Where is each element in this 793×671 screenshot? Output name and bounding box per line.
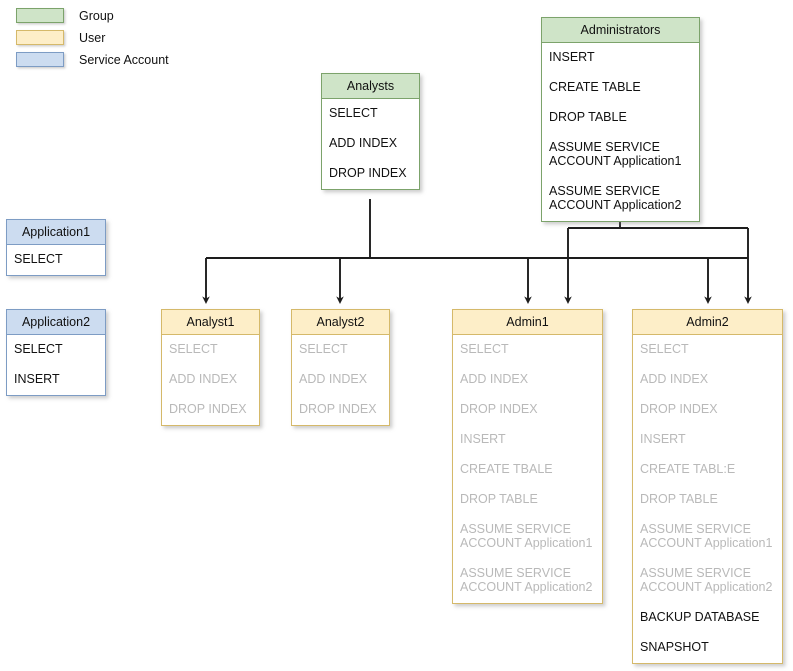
entity-admin1[interactable]: Admin1 SELECT ADD INDEX DROP INDEX INSER… [452, 309, 603, 604]
entity-application1[interactable]: Application1 SELECT [6, 219, 106, 276]
permission-item: SELECT [14, 252, 63, 266]
permission-item: CREATE TABL:E [640, 462, 736, 476]
entity-application2[interactable]: Application2 SELECT INSERT [6, 309, 106, 396]
entity-administrators-permissions: INSERT CREATE TABLE DROP TABLE ASSUME SE… [541, 43, 700, 222]
permission-item: ADD INDEX [329, 136, 398, 150]
permission-item: ADD INDEX [460, 372, 529, 386]
legend-item-user: User [16, 27, 169, 48]
permission-item: INSERT [460, 432, 506, 446]
entity-admin2-title: Admin2 [632, 309, 783, 335]
permission-item: BACKUP DATABASE [640, 610, 760, 624]
entity-analyst1-title: Analyst1 [161, 309, 260, 335]
entity-admin1-permissions: SELECT ADD INDEX DROP INDEX INSERT CREAT… [452, 335, 603, 604]
permission-item: CREATE TBALE [460, 462, 553, 476]
entity-analysts[interactable]: Analysts SELECT ADD INDEX DROP INDEX [321, 73, 420, 190]
permission-item: DROP TABLE [640, 492, 718, 506]
permission-item: INSERT [14, 372, 60, 386]
entity-analyst2[interactable]: Analyst2 SELECT ADD INDEX DROP INDEX [291, 309, 390, 426]
entity-admin1-title: Admin1 [452, 309, 603, 335]
permission-item: ASSUME SERVICE ACCOUNT Application1 [460, 522, 593, 550]
permission-item: DROP INDEX [299, 402, 377, 416]
permission-item: SELECT [640, 342, 689, 356]
legend-item-service-account: Service Account [16, 49, 169, 70]
legend-swatch-user-icon [16, 30, 64, 45]
entity-analyst2-title: Analyst2 [291, 309, 390, 335]
entity-analyst2-permissions: SELECT ADD INDEX DROP INDEX [291, 335, 390, 426]
connector-analysts-drops [202, 258, 712, 304]
permission-item: SELECT [169, 342, 218, 356]
entity-admin2-permissions: SELECT ADD INDEX DROP INDEX INSERT CREAT… [632, 335, 783, 664]
permission-item: SELECT [329, 106, 378, 120]
entity-application2-permissions: SELECT INSERT [6, 335, 106, 396]
entity-analysts-permissions: SELECT ADD INDEX DROP INDEX [321, 99, 420, 190]
permission-item: INSERT [640, 432, 686, 446]
permission-item: DROP INDEX [460, 402, 538, 416]
legend-swatch-group-icon [16, 8, 64, 23]
permission-item: SNAPSHOT [640, 640, 709, 654]
permission-item: ADD INDEX [169, 372, 238, 386]
permission-item: SELECT [460, 342, 509, 356]
permission-item: ASSUME SERVICE ACCOUNT Application2 [460, 566, 593, 594]
entity-admin2[interactable]: Admin2 SELECT ADD INDEX DROP INDEX INSER… [632, 309, 783, 664]
legend: Group User Service Account [16, 5, 169, 71]
permission-item: CREATE TABLE [549, 80, 641, 94]
permission-item: ADD INDEX [640, 372, 709, 386]
legend-item-group: Group [16, 5, 169, 26]
entity-analysts-title: Analysts [321, 73, 420, 99]
permission-item: DROP INDEX [329, 166, 407, 180]
legend-swatch-service-account-icon [16, 52, 64, 67]
entity-application2-title: Application2 [6, 309, 106, 335]
entity-application1-permissions: SELECT [6, 245, 106, 276]
entity-application1-title: Application1 [6, 219, 106, 245]
permission-item: ASSUME SERVICE ACCOUNT Application2 [640, 566, 773, 594]
permission-item: DROP TABLE [549, 110, 627, 124]
permission-item: ASSUME SERVICE ACCOUNT Application1 [549, 140, 682, 168]
permission-item: INSERT [549, 50, 595, 64]
permission-item: DROP TABLE [460, 492, 538, 506]
legend-label-user: User [79, 30, 106, 45]
legend-label-group: Group [79, 8, 114, 23]
permission-item: SELECT [14, 342, 63, 356]
permission-item: ASSUME SERVICE ACCOUNT Application2 [549, 184, 682, 212]
entity-analyst1-permissions: SELECT ADD INDEX DROP INDEX [161, 335, 260, 426]
entity-administrators-title: Administrators [541, 17, 700, 43]
permission-item: DROP INDEX [169, 402, 247, 416]
permission-item: ASSUME SERVICE ACCOUNT Application1 [640, 522, 773, 550]
permission-item: DROP INDEX [640, 402, 718, 416]
legend-label-service-account: Service Account [79, 52, 169, 67]
permission-item: ADD INDEX [299, 372, 368, 386]
entity-analyst1[interactable]: Analyst1 SELECT ADD INDEX DROP INDEX [161, 309, 260, 426]
permission-item: SELECT [299, 342, 348, 356]
entity-administrators[interactable]: Administrators INSERT CREATE TABLE DROP … [541, 17, 700, 222]
connector-administrators-drops [564, 228, 752, 304]
